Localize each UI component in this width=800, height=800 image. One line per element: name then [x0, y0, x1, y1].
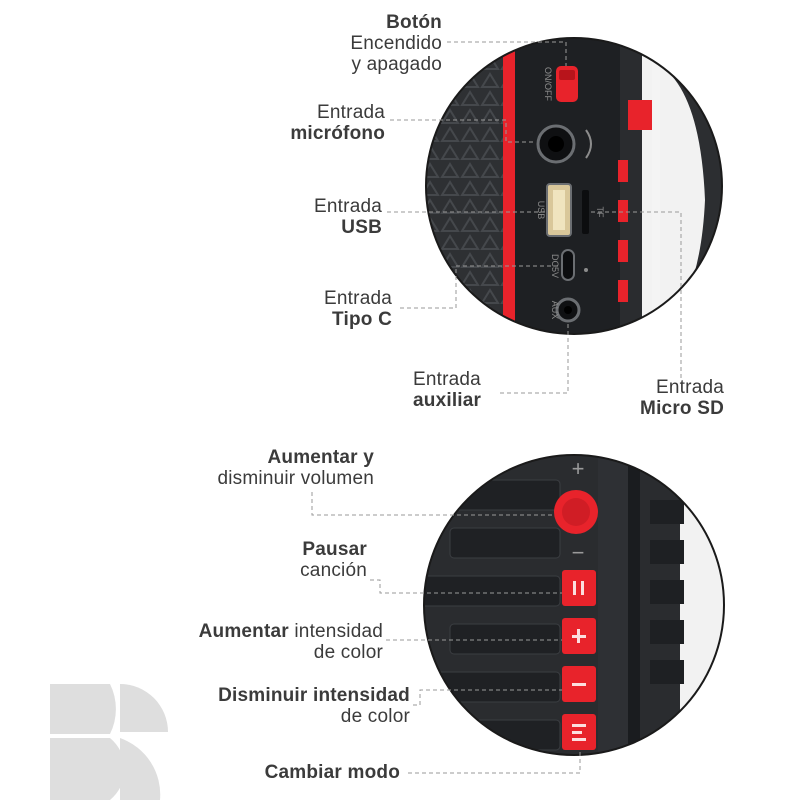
pause-label: Pausar canción	[240, 539, 367, 581]
mode-label: Cambiar modo	[180, 762, 400, 783]
brightness-down-label-bold: Disminuir intensidad	[218, 685, 410, 706]
typec-label-bold: Tipo C	[332, 309, 392, 330]
power-label-line2: Encendido	[350, 33, 442, 54]
typec-port[interactable]	[561, 249, 575, 281]
volume-label: Aumentar y disminuir volumen	[150, 447, 374, 489]
plus-print: +	[572, 456, 585, 481]
brightness-up-button[interactable]	[562, 618, 596, 654]
leader-mic	[390, 119, 536, 143]
red-trim	[503, 38, 515, 334]
usb-print: USB	[536, 201, 546, 220]
brightness-up-label-bold: Aumentar	[198, 621, 289, 642]
leader-mode	[408, 750, 581, 774]
volume-label-bold: Aumentar y	[267, 447, 374, 468]
mic-input-label: Entrada micrófono	[240, 102, 385, 144]
brightness-down-label: Disminuir intensidad de color	[150, 685, 410, 727]
pause-label-light: canción	[300, 560, 367, 581]
microsd-label-bold: Micro SD	[640, 398, 724, 419]
mic-label-light: Entrada	[317, 102, 385, 123]
minus-print: −	[572, 540, 585, 565]
aux-input-label: Entrada auxiliar	[413, 369, 513, 411]
brightness-up-label-light: de color	[313, 642, 383, 663]
leader-power	[447, 41, 567, 66]
leader-volume	[311, 492, 554, 516]
leader-microsd	[590, 211, 682, 378]
typec-input-label: Entrada Tipo C	[240, 288, 392, 330]
brand-logo-icon	[50, 684, 168, 800]
usb-label-bold: USB	[341, 217, 382, 238]
power-label-bold: Botón	[386, 12, 442, 33]
power-button-label: Botón Encendido y apagado	[300, 12, 442, 75]
pause-label-bold: Pausar	[302, 539, 367, 560]
mode-button[interactable]	[562, 714, 596, 750]
usb-label-light: Entrada	[314, 196, 382, 217]
leader-pause	[370, 579, 562, 594]
pause-icon	[573, 581, 584, 595]
brightness-up-label-inline: intensidad	[294, 621, 383, 642]
on-off-print: ON/OFF	[543, 67, 553, 101]
aux-label-light: Entrada	[413, 369, 481, 390]
power-label-line3: y apagado	[351, 54, 442, 75]
brightness-down-label-light: de color	[340, 706, 410, 727]
microsd-label-light: Entrada	[656, 377, 724, 398]
buttons-closeup: + −	[423, 454, 725, 756]
brightness-up-label: Aumentar intensidad de color	[120, 621, 383, 663]
aux-print: AUX	[550, 301, 560, 320]
grille-ridges	[424, 479, 561, 751]
aux-label-bold: auxiliar	[413, 390, 482, 411]
textured-grip	[426, 38, 510, 334]
leader-aux	[500, 322, 569, 394]
volume-label-light: disminuir volumen	[217, 468, 374, 489]
pause-button[interactable]	[562, 570, 596, 606]
typec-label-light: Entrada	[324, 288, 392, 309]
usb-input-label: Entrada USB	[240, 196, 382, 238]
leader-typec	[400, 265, 560, 309]
mic-label-bold: micrófono	[290, 123, 385, 144]
brightness-down-button[interactable]	[562, 666, 596, 702]
microsd-input-label: Entrada Micro SD	[600, 377, 724, 419]
mode-icon	[572, 724, 586, 741]
leader-lines	[311, 41, 682, 774]
minus-icon	[572, 683, 586, 686]
leader-brightness-down	[413, 689, 562, 706]
ports-closeup: ON/OFF USB TF DC5V AUX	[425, 37, 723, 335]
mode-label-bold: Cambiar modo	[264, 762, 400, 783]
microsd-slot[interactable]	[582, 190, 589, 234]
plus-icon	[572, 629, 586, 643]
